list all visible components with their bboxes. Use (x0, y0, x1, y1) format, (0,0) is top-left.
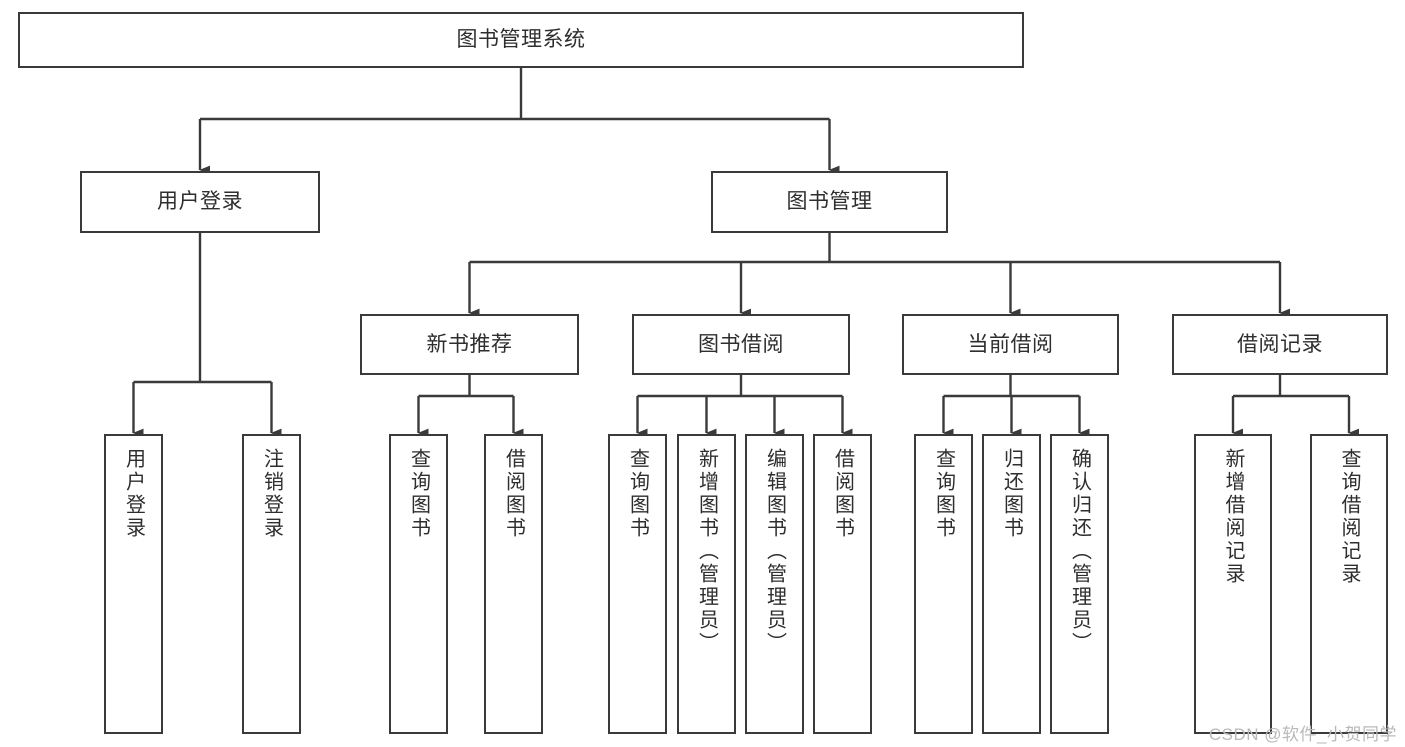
node-leaf-new-2[interactable]: 借阅图书 (484, 434, 543, 734)
node-label-leaf-new-2: 借阅图书 (502, 448, 525, 540)
node-label-leaf-current-3: 确认归还（管理员） (1068, 448, 1091, 655)
node-leaf-login-2[interactable]: 注销登录 (242, 434, 301, 734)
node-label-leaf-borrow-4: 借阅图书 (831, 448, 854, 540)
node-label-root: 图书管理系统 (456, 28, 586, 52)
node-leaf-rec-2[interactable]: 查询借阅记录 (1310, 434, 1388, 734)
node-current[interactable]: 当前借阅 (902, 314, 1119, 375)
node-bookmgmt[interactable]: 图书管理 (711, 171, 948, 233)
node-label-bookmgmt: 图书管理 (786, 190, 873, 214)
node-label-leaf-rec-1: 新增借阅记录 (1222, 448, 1244, 586)
node-leaf-current-1[interactable]: 查询图书 (914, 434, 973, 734)
node-root[interactable]: 图书管理系统 (18, 12, 1024, 68)
node-label-current: 当前借阅 (967, 332, 1054, 356)
node-label-leaf-current-2: 归还图书 (1000, 448, 1023, 540)
node-label-leaf-borrow-3: 编辑图书（管理员） (763, 448, 786, 655)
node-leaf-borrow-3[interactable]: 编辑图书（管理员） (745, 434, 804, 734)
node-label-newbook: 新书推荐 (426, 332, 513, 356)
node-leaf-borrow-1[interactable]: 查询图书 (608, 434, 667, 734)
node-leaf-new-1[interactable]: 查询图书 (389, 434, 448, 734)
node-label-leaf-current-1: 查询图书 (932, 448, 955, 540)
node-records[interactable]: 借阅记录 (1172, 314, 1388, 375)
node-label-records: 借阅记录 (1237, 332, 1323, 356)
node-borrow[interactable]: 图书借阅 (632, 314, 850, 375)
node-leaf-current-3[interactable]: 确认归还（管理员） (1050, 434, 1109, 734)
node-label-borrow: 图书借阅 (698, 332, 784, 356)
node-leaf-borrow-4[interactable]: 借阅图书 (813, 434, 872, 734)
node-label-leaf-login-1: 用户登录 (122, 448, 145, 540)
node-newbook[interactable]: 新书推荐 (360, 314, 579, 375)
node-label-leaf-borrow-1: 查询图书 (626, 448, 649, 540)
node-label-leaf-new-1: 查询图书 (407, 448, 430, 540)
node-login[interactable]: 用户登录 (80, 171, 320, 233)
node-label-leaf-login-2: 注销登录 (260, 448, 283, 540)
node-leaf-rec-1[interactable]: 新增借阅记录 (1194, 434, 1272, 734)
node-label-leaf-borrow-2: 新增图书（管理员） (695, 448, 718, 655)
node-leaf-current-2[interactable]: 归还图书 (982, 434, 1041, 734)
node-label-leaf-rec-2: 查询借阅记录 (1338, 448, 1360, 586)
node-leaf-borrow-2[interactable]: 新增图书（管理员） (677, 434, 736, 734)
node-leaf-login-1[interactable]: 用户登录 (104, 434, 163, 734)
node-label-login: 用户登录 (157, 190, 243, 214)
